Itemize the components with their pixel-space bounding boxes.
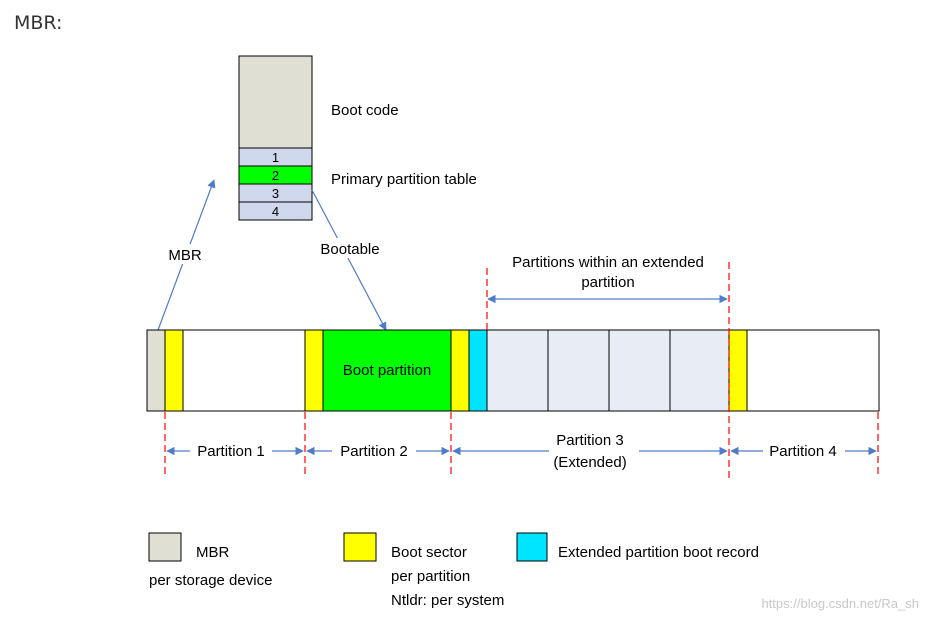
disk-bar: Boot partition (146, 329, 880, 412)
primary-partition-table-label: Primary partition table (331, 171, 477, 188)
partition2-label: Partition 2 (340, 443, 408, 460)
partition3-label-line2: (Extended) (553, 454, 626, 471)
partition-entry-4 (238, 201, 313, 221)
legend-boot-sector-sublabel: per partition (391, 568, 470, 585)
mbr-block: 1 2 3 4 (238, 55, 313, 221)
partition4-label: Partition 4 (769, 443, 837, 460)
legend-ebr-swatch (516, 532, 548, 562)
boot-code-area (238, 55, 313, 149)
partition3-label-line1: Partition 3 (556, 432, 624, 449)
entry-3-label: 3 (272, 186, 279, 201)
legend-mbr-label: MBR (196, 544, 230, 561)
partition1-boot-sector (164, 329, 184, 412)
bootable-arrow (311, 189, 387, 331)
extended-within-label-line2: partition (581, 274, 634, 291)
legend-ebr-label: Extended partition boot record (558, 544, 759, 561)
legend-boot-sector-swatch (343, 532, 377, 562)
boot-partition-label: Boot partition (343, 362, 431, 379)
boot-code-label: Boot code (331, 102, 399, 119)
entry-4-label: 4 (272, 204, 279, 219)
legend-ntldr-label: Ntldr: per system (391, 592, 504, 609)
partition4-boot-sector (728, 329, 748, 412)
boot-partition-segment (322, 329, 452, 412)
legend: MBR per storage device Boot sector per p… (148, 532, 759, 609)
disk-mbr-segment (146, 329, 166, 412)
partition2-boot-sector (304, 329, 324, 412)
legend-mbr-swatch (148, 532, 182, 562)
bootable-arrow-label: Bootable (320, 241, 379, 258)
page-heading: MBR: (14, 12, 63, 34)
extended-within-label-line1: Partitions within an extended (512, 254, 704, 271)
entry-1-label: 1 (272, 150, 279, 165)
watermark: https://blog.csdn.net/Ra_sh (761, 596, 919, 611)
logical-partition-2 (547, 329, 610, 412)
logical-partition-1 (486, 329, 549, 412)
logical-partition-3 (608, 329, 671, 412)
entry-2-label: 2 (272, 168, 279, 183)
logical-partition-4 (669, 329, 730, 412)
partition-boundaries (164, 262, 879, 478)
extended-boot-record-segment (468, 329, 488, 412)
legend-mbr-sublabel: per storage device (149, 572, 272, 589)
legend-boot-sector-label: Boot sector (391, 544, 467, 561)
partition1-label: Partition 1 (197, 443, 265, 460)
partition3-boot-sector (450, 329, 470, 412)
mbr-arrow-label: MBR (168, 247, 202, 264)
